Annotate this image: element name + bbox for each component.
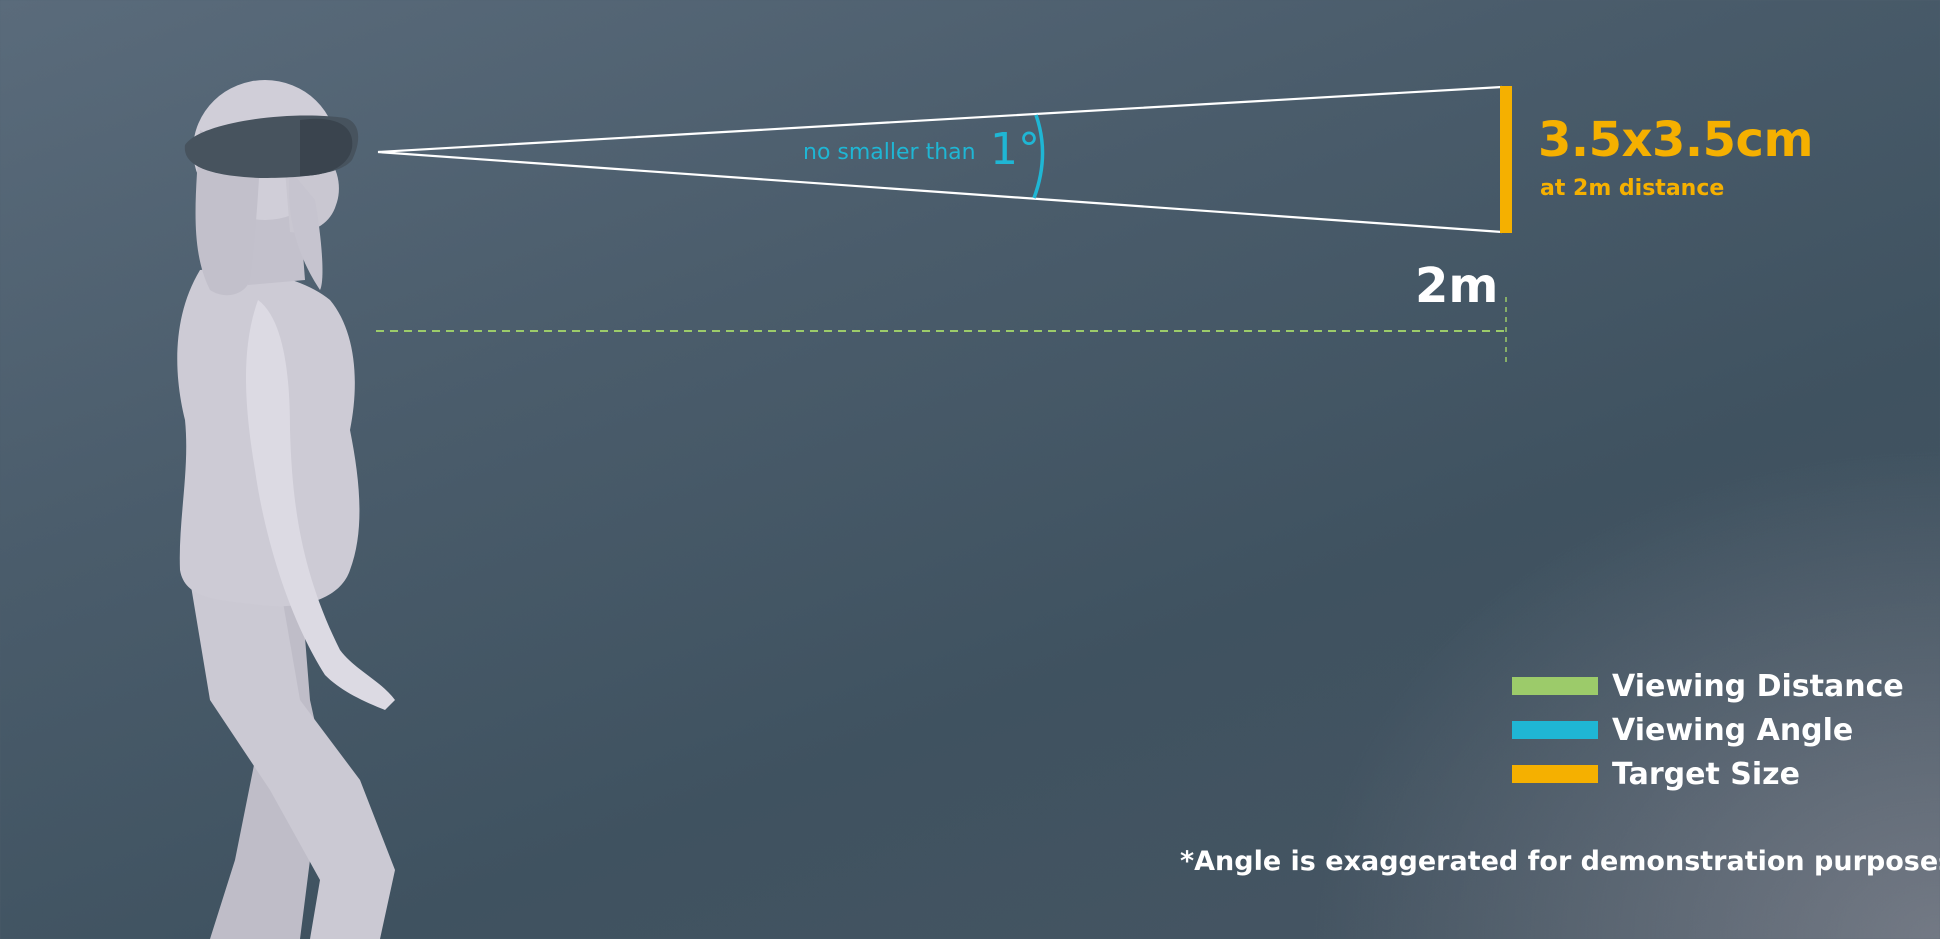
angle-arc xyxy=(1032,114,1045,199)
figure-neck xyxy=(245,215,305,285)
viewing-cone xyxy=(377,85,1503,234)
legend-swatch-angle xyxy=(1512,721,1598,739)
legend-item-viewing-distance: Viewing Distance xyxy=(1512,664,1904,708)
legend-item-viewing-angle: Viewing Angle xyxy=(1512,708,1904,752)
headset-visor xyxy=(300,118,353,176)
target-size-value: 3.5x3.5cm xyxy=(1538,112,1814,168)
figure-front-leg xyxy=(190,580,395,939)
legend-label: Viewing Angle xyxy=(1612,712,1854,748)
target-size-distance-note: at 2m distance xyxy=(1540,176,1725,201)
footnote: *Angle is exaggerated for demonstration … xyxy=(1180,846,1940,877)
legend: Viewing Distance Viewing Angle Target Si… xyxy=(1512,664,1904,796)
viewing-distance-label: 2m xyxy=(1415,258,1499,314)
viewing-angle-prefix: no smaller than xyxy=(803,140,976,165)
person-with-headset-icon xyxy=(177,80,395,939)
legend-label: Target Size xyxy=(1612,756,1800,792)
legend-label: Viewing Distance xyxy=(1612,668,1904,704)
figure-hair-strand xyxy=(289,170,323,290)
legend-swatch-target xyxy=(1512,765,1598,783)
figure-arm xyxy=(245,300,395,710)
viewing-angle-value: 1° xyxy=(990,124,1040,175)
target-size-bar xyxy=(1500,86,1512,233)
legend-swatch-distance xyxy=(1512,677,1598,695)
legend-item-target-size: Target Size xyxy=(1512,752,1904,796)
